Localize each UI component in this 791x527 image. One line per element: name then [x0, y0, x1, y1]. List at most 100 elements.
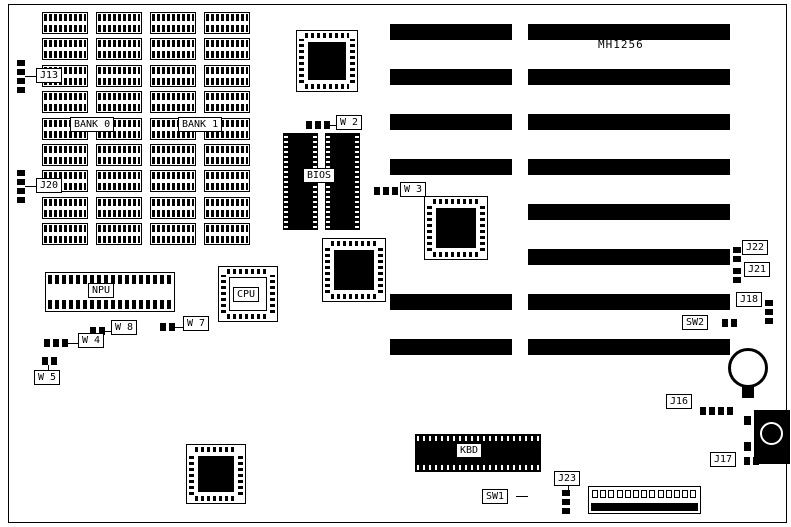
npu-chip — [45, 272, 175, 312]
memory-chip — [150, 170, 196, 192]
w8-leader-line — [105, 331, 111, 332]
memory-chip — [96, 91, 142, 113]
din-ring — [760, 422, 783, 445]
dip-switch-position — [616, 490, 623, 498]
memory-chip — [96, 144, 142, 166]
j20-label: J20 — [36, 178, 63, 193]
memory-chip — [96, 12, 142, 34]
bank1-label: BANK 1 — [178, 117, 223, 132]
dip-switch-position — [674, 490, 680, 498]
j13-label: J13 — [36, 68, 63, 83]
j23-leader-line — [568, 486, 569, 490]
dip-switch-base — [591, 503, 698, 511]
isa-slot-segment — [390, 294, 512, 310]
plcc-chip — [424, 196, 488, 260]
w5-jumper — [42, 357, 57, 365]
w2-label: W 2 — [336, 115, 363, 130]
keyboard-din-connector — [754, 410, 790, 464]
j21-label: J21 — [744, 262, 771, 277]
memory-chip — [204, 65, 250, 87]
w2-jumper — [306, 121, 330, 129]
j13-leader-line — [25, 76, 36, 77]
j22-label: J22 — [742, 240, 769, 255]
j18-connector — [765, 300, 773, 324]
part-number: MH1256 — [598, 38, 644, 51]
isa-slot-segment — [528, 204, 730, 220]
dip-switch-position — [690, 490, 697, 498]
w4-leader-line — [68, 343, 78, 344]
j23-label: J23 — [554, 471, 581, 486]
isa-slot-segment — [390, 24, 512, 40]
w5-leader-line — [48, 365, 49, 371]
j13-connector — [17, 60, 25, 93]
din-mount-2 — [744, 442, 751, 451]
j18-label: J18 — [736, 292, 763, 307]
dip-switch-position — [657, 490, 664, 498]
isa-slot-segment — [528, 114, 730, 130]
board-outline — [8, 4, 787, 523]
memory-chip — [204, 197, 250, 219]
memory-chip — [150, 65, 196, 87]
memory-chip — [42, 91, 88, 113]
sw2-label: SW2 — [682, 315, 709, 330]
memory-chip — [150, 197, 196, 219]
j16-label: J16 — [666, 394, 693, 409]
memory-chip — [42, 223, 88, 245]
j16-connector — [700, 407, 733, 415]
memory-chip — [96, 38, 142, 60]
dip-switch-position — [649, 490, 656, 498]
j20-connector — [17, 170, 25, 203]
sw1-label: SW1 — [482, 489, 509, 504]
isa-slot-segment — [528, 249, 730, 265]
w4-label: W 4 — [78, 333, 105, 348]
dip-switch-position — [641, 490, 648, 498]
w7-jumper — [160, 323, 175, 331]
memory-chip — [204, 223, 250, 245]
memory-chip — [150, 12, 196, 34]
w3-jumper — [374, 187, 398, 195]
memory-chip — [204, 38, 250, 60]
sw2-switch — [722, 319, 737, 327]
dip-switch-position — [665, 490, 672, 498]
w8-jumper — [90, 327, 105, 335]
dip-switch-position — [600, 490, 607, 498]
w2-leader-line — [330, 125, 336, 126]
memory-chip — [204, 12, 250, 34]
w5-label: W 5 — [34, 370, 61, 385]
j23-connector — [562, 490, 570, 514]
battery-clip — [742, 386, 754, 398]
isa-slot-segment — [390, 339, 512, 355]
w4-jumper — [44, 339, 68, 347]
cpu-label: CPU — [233, 287, 260, 302]
memory-chip — [42, 38, 88, 60]
bank0-label: BANK 0 — [70, 117, 115, 132]
sw1-dip-switch — [588, 486, 701, 514]
memory-chip — [42, 144, 88, 166]
j22-jumper — [733, 247, 741, 262]
j20-leader-line — [25, 186, 36, 187]
memory-chip — [96, 223, 142, 245]
isa-slot-segment — [528, 339, 730, 355]
memory-chip — [96, 65, 142, 87]
isa-slot-segment — [528, 159, 730, 175]
npu-label: NPU — [88, 283, 115, 298]
dip-switch-position — [682, 490, 689, 498]
memory-chip — [150, 144, 196, 166]
dip-switch-position — [608, 490, 615, 498]
w7-label: W 7 — [183, 316, 210, 331]
bios-label: BIOS — [303, 168, 336, 183]
isa-slot-segment — [528, 69, 730, 85]
dip-switch-position — [592, 490, 598, 498]
plcc-chip — [186, 444, 246, 504]
memory-chip — [204, 91, 250, 113]
dip-switch-position — [624, 490, 631, 498]
sw1-leader-line — [516, 496, 528, 497]
memory-chip — [150, 91, 196, 113]
j21-jumper — [733, 268, 741, 283]
din-mount-1 — [744, 416, 751, 425]
kbd-label: KBD — [456, 443, 483, 458]
j17-jumper — [744, 457, 759, 465]
memory-chip — [204, 170, 250, 192]
memory-chip — [96, 170, 142, 192]
memory-chip — [96, 197, 142, 219]
